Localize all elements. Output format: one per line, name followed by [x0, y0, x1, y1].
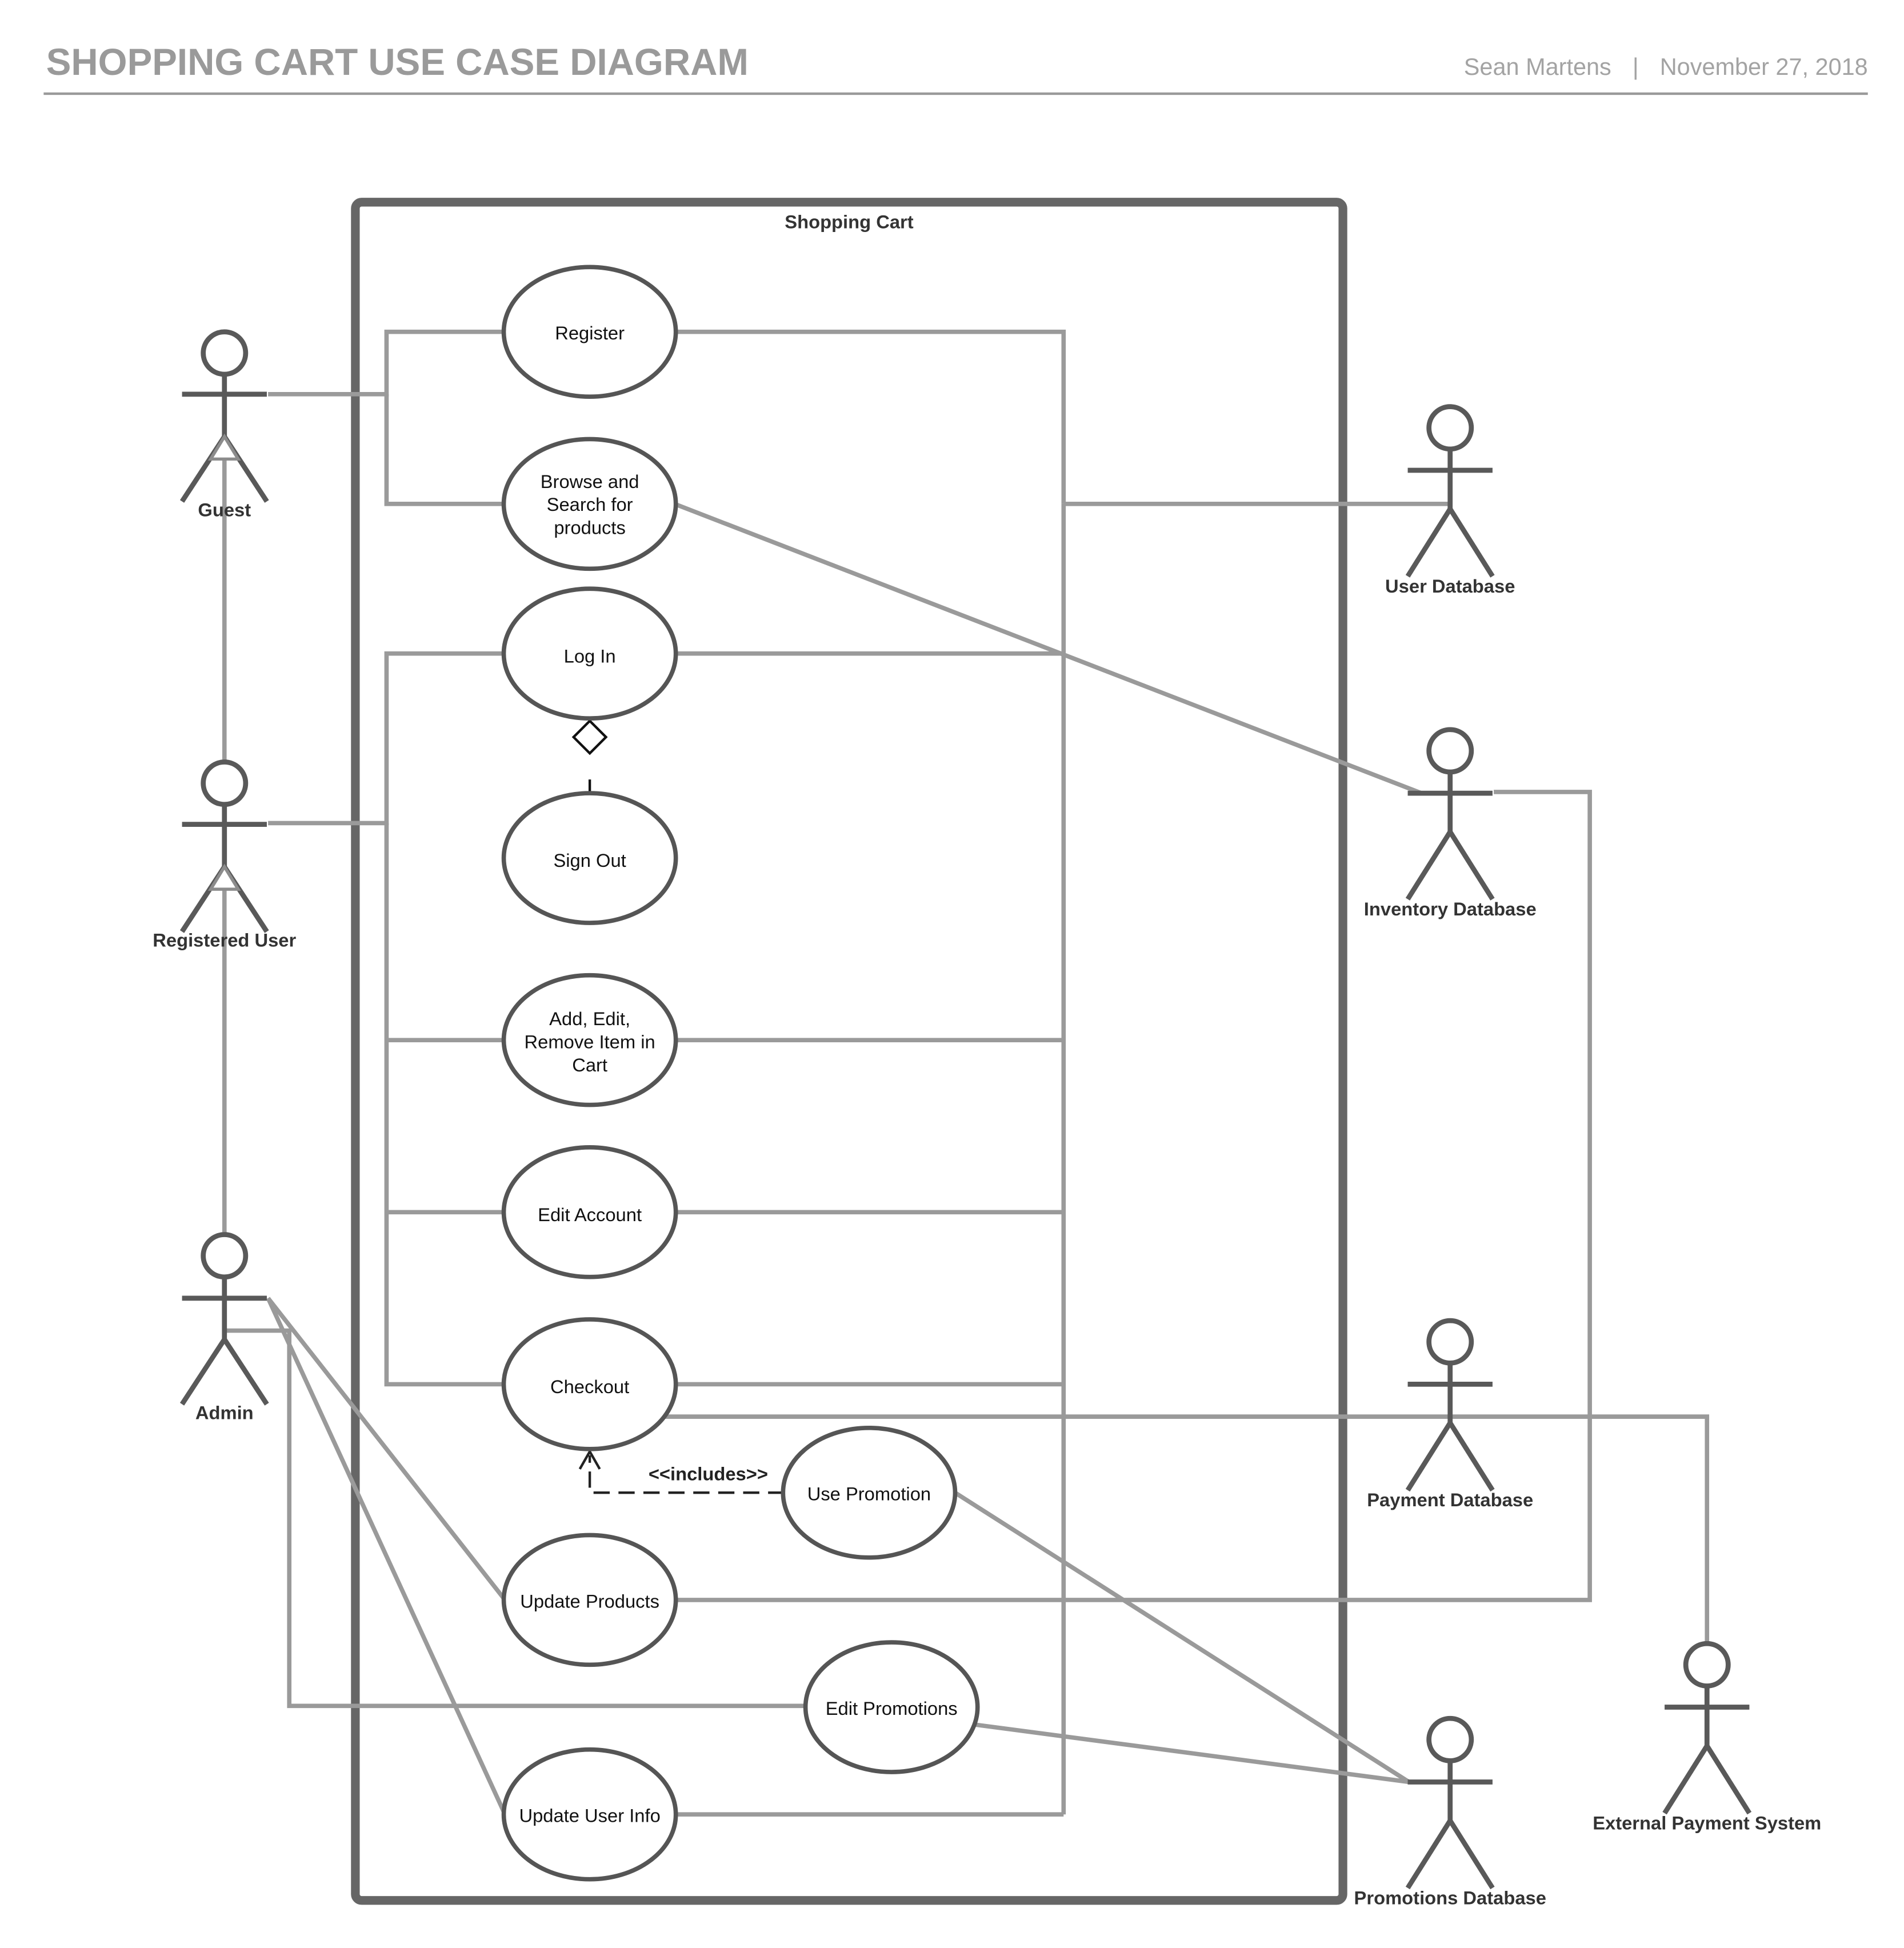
system-boundary-box	[351, 198, 1347, 1905]
editpromotions-promotionsdb-link	[974, 1722, 1410, 1785]
system-name: Shopping Cart	[785, 211, 913, 233]
actor-guest-figure	[179, 329, 269, 503]
actor-registered-user-figure	[179, 759, 269, 933]
usecase-login-ellipse[interactable]	[501, 586, 678, 721]
usecase-update-user-info-ellipse[interactable]	[501, 1747, 678, 1882]
actor-external-payment-system-figure	[1662, 1641, 1752, 1815]
login-diamond-marker	[571, 719, 608, 755]
usecase-register-ellipse[interactable]	[501, 265, 678, 399]
actor-promotions-database[interactable]: Promotions Database	[1354, 1715, 1546, 1908]
includes-arrowhead	[578, 1449, 601, 1470]
usecase-edit-account-ellipse[interactable]	[501, 1145, 678, 1279]
includes-label: <<includes>>	[649, 1463, 768, 1484]
usecase-update-user-info-label: Update User Info	[519, 1805, 660, 1826]
header: SHOPPING CART USE CASE DIAGRAM Sean Mart…	[43, 41, 1868, 95]
generalization-arrowhead	[207, 863, 241, 891]
page-title: SHOPPING CART USE CASE DIAGRAM	[46, 41, 749, 83]
actor-payment-database-figure	[1405, 1318, 1495, 1492]
usecase-edit-promotions-label: Edit Promotions	[826, 1698, 958, 1719]
admin-editpromotions-link	[224, 1328, 807, 1709]
actor-user-database-figure	[1405, 404, 1495, 578]
usecase-checkout[interactable]: Checkout	[501, 1317, 678, 1451]
header-meta: Sean Martens | November 27, 2018	[1464, 53, 1868, 80]
usecase-checkout-label: Checkout	[550, 1376, 629, 1397]
usecase-checkout-ellipse[interactable]	[501, 1317, 678, 1451]
actor-inventory-database[interactable]: Inventory Database	[1364, 727, 1537, 919]
actor-registered-user-label: Registered User	[153, 929, 296, 950]
usecase-update-products[interactable]: Update Products	[501, 1533, 678, 1667]
usecase-register-label: Register	[555, 322, 625, 343]
actor-promotions-database-label: Promotions Database	[1354, 1887, 1546, 1908]
actor-inventory-database-label: Inventory Database	[1364, 898, 1537, 919]
usecase-signout-label: Sign Out	[553, 850, 626, 871]
guest-register-link	[268, 329, 505, 397]
usecase-login-label: Log In	[564, 645, 616, 666]
usecase-use-promotion-ellipse[interactable]	[781, 1425, 958, 1560]
connectors: <<includes>>	[222, 329, 1710, 1817]
usecase-signout-ellipse[interactable]	[501, 791, 678, 925]
actors: Guest Registered User Admin	[153, 329, 1821, 1908]
guest-browse-link	[384, 394, 505, 506]
actor-admin-figure	[179, 1232, 269, 1406]
usecase-use-promotion-label: Use Promotion	[807, 1483, 931, 1504]
actor-user-database-label: User Database	[1385, 575, 1515, 597]
actor-inventory-database-figure	[1405, 727, 1495, 901]
actor-external-payment-system[interactable]: External Payment System	[1593, 1641, 1821, 1833]
register-userdb-link	[674, 329, 1066, 504]
usepromotion-promotionsdb-link	[954, 1491, 1410, 1784]
registered-user-bus	[384, 823, 505, 1387]
actor-promotions-database-figure	[1405, 1715, 1495, 1890]
usecase-edit-promotions-ellipse[interactable]	[803, 1640, 980, 1774]
usecase-edit-account-label: Edit Account	[538, 1203, 642, 1225]
usecase-edit-promotions[interactable]: Edit Promotions	[803, 1640, 980, 1774]
browse-inventorydb-link	[674, 502, 1422, 795]
author: Sean Martens	[1464, 53, 1611, 80]
actor-payment-database[interactable]: Payment Database	[1367, 1318, 1533, 1510]
header-separator: |	[1633, 53, 1639, 80]
usecase-login[interactable]: Log In	[501, 586, 678, 721]
date: November 27, 2018	[1660, 53, 1868, 80]
usecase-signout[interactable]: Sign Out	[501, 791, 678, 925]
usecase-register[interactable]: Register	[501, 265, 678, 399]
admin-updateproducts-link	[266, 1297, 507, 1602]
usecase-cart-ellipse[interactable]	[501, 973, 678, 1107]
actor-payment-database-label: Payment Database	[1367, 1489, 1533, 1510]
generalization-arrowhead	[207, 433, 241, 461]
actor-external-payment-system-label: External Payment System	[1593, 1812, 1821, 1833]
system-boundary: Shopping Cart	[351, 198, 1347, 1905]
actor-guest[interactable]: Guest	[179, 329, 269, 521]
admin-updateuserinfo-link	[266, 1297, 507, 1815]
actor-admin-label: Admin	[195, 1402, 254, 1423]
checkout-externalpayment-link	[665, 1414, 1710, 1644]
registered-login-link	[268, 651, 505, 826]
usecase-update-user-info[interactable]: Update User Info	[501, 1747, 678, 1882]
usecase-update-products-label: Update Products	[520, 1590, 659, 1611]
usecase-use-promotion[interactable]: Use Promotion	[781, 1425, 958, 1560]
actor-admin[interactable]: Admin	[179, 1232, 269, 1423]
actor-user-database[interactable]: User Database	[1385, 404, 1515, 597]
usecase-update-products-ellipse[interactable]	[501, 1533, 678, 1667]
actor-guest-label: Guest	[198, 499, 251, 521]
updateproducts-inventorydb-link	[674, 790, 1592, 1602]
includes-dependency-line	[588, 1455, 785, 1494]
usecase-edit-account[interactable]: Edit Account	[501, 1145, 678, 1279]
usecase-browse-search-ellipse[interactable]	[501, 437, 678, 571]
actor-registered-user[interactable]: Registered User	[153, 759, 297, 951]
